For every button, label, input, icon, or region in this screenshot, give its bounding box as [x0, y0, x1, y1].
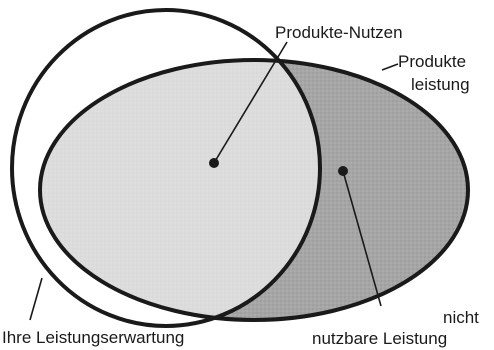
label-produkte-nutzen: Produkte-Nutzen: [275, 23, 403, 42]
pointer-dot-nutzen: [209, 158, 219, 168]
label-nicht-nutzbar-line1: nicht: [443, 308, 479, 327]
label-nicht-nutzbar-line2: nutzbare Leistung: [312, 329, 447, 348]
expectation-circle-outline: [10, 8, 322, 328]
label-ihre-leistungserwartung: Ihre Leistungserwartung: [2, 328, 184, 347]
pointer-dot-nicht-nutzbar: [338, 166, 348, 176]
label-produkte-leistung-line1: Produkte: [398, 52, 466, 71]
product-benefit-overlap: [40, 60, 320, 320]
pointer-line-nutzen: [213, 41, 288, 164]
pointer-line-erwartung: [29, 277, 43, 321]
product-performance-outline: [38, 58, 470, 322]
label-produkte-leistung-line2: leistung: [411, 75, 470, 94]
pointer-line-leistung: [381, 63, 399, 71]
pointer-line-nicht-nutzbar: [342, 170, 382, 307]
